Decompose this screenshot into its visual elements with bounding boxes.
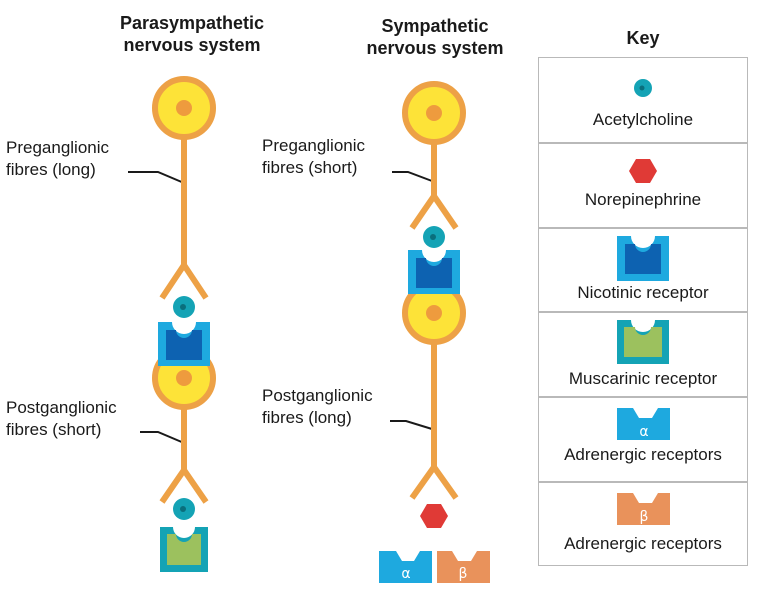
para-muscarinic-receptor: [160, 527, 208, 572]
para-pre-nucleus: [176, 100, 192, 116]
para-preganglionic-neuron: [152, 76, 216, 300]
key-item-muscarinic: [538, 312, 748, 397]
symp-nicotinic-receptor: [408, 250, 460, 294]
para-post-terminal-fork: [159, 464, 209, 504]
para-post-nucleus: [176, 370, 192, 386]
para-preganglionic-line1: Preganglionic: [6, 138, 110, 157]
para-pre-terminal-fork: [159, 259, 209, 300]
symp-pre-nucleus: [426, 105, 442, 121]
symp-postganglionic-line1: Postganglionic: [262, 386, 373, 405]
symp-norepinephrine: [420, 504, 448, 528]
para-postganglionic-line2: fibres (short): [6, 420, 102, 439]
key-label-nicotinic: Nicotinic receptor: [577, 283, 709, 302]
symp-beta-symbol: β: [459, 566, 468, 582]
para-acetylcholine-2: [173, 498, 195, 520]
key-muscarinic-icon: [617, 320, 669, 364]
symp-preganglionic-label: Preganglionic fibres (short): [262, 135, 365, 179]
symp-acetylcholine: [423, 226, 445, 248]
para-nicotinic-receptor: [158, 322, 210, 366]
para-postganglionic-line1: Postganglionic: [6, 398, 117, 417]
symp-pre-leader-line: [392, 171, 433, 182]
key-label-acetylcholine: Acetylcholine: [592, 110, 694, 129]
key-alpha-adrenergic-icon: α: [617, 408, 670, 440]
key-title: Key: [626, 28, 660, 48]
symp-postganglionic-line2: fibres (long): [262, 408, 352, 427]
symp-alpha-symbol: α: [401, 566, 410, 582]
para-preganglionic-line2: fibres (long): [6, 160, 96, 179]
key-label-muscarinic: Muscarinic receptor: [568, 369, 718, 388]
parasympathetic-title-line1: Parasympathetic: [119, 13, 265, 33]
key-label-beta-adrenergic: Adrenergic receptors: [564, 534, 722, 553]
key-norepinephrine-icon: [629, 159, 657, 183]
symp-pre-terminal-fork: [409, 190, 459, 230]
symp-preganglionic-neuron: [402, 81, 466, 230]
key-alpha-symbol: α: [639, 424, 648, 440]
sympathetic-title: Sympathetic nervous system: [335, 15, 535, 59]
symp-postganglionic-label: Postganglionic fibres (long): [262, 385, 373, 429]
symp-alpha-adrenergic-receptor: α: [379, 551, 432, 583]
parasympathetic-title: Parasympathetic nervous system: [92, 12, 292, 56]
key-item-norepinephrine: [538, 143, 748, 228]
para-acetylcholine-1: [173, 296, 195, 318]
symp-postganglionic-neuron: [402, 281, 466, 500]
symp-post-leader-line: [390, 420, 433, 430]
key-acetylcholine-icon: [634, 79, 652, 97]
key-label-alpha-adrenergic: Adrenergic receptors: [564, 445, 722, 464]
para-post-leader-line: [140, 431, 185, 444]
key-beta-adrenergic-icon: β: [617, 493, 670, 525]
para-pre-leader-line: [128, 171, 185, 184]
symp-post-nucleus: [426, 305, 442, 321]
key-beta-symbol: β: [640, 509, 649, 525]
para-postganglionic-label: Postganglionic fibres (short): [6, 397, 117, 441]
symp-post-terminal-fork: [409, 461, 459, 500]
key-item-acetylcholine: [538, 57, 748, 143]
parasympathetic-title-line2: nervous system: [123, 35, 261, 55]
key-nicotinic-icon: [617, 236, 669, 281]
symp-preganglionic-line1: Preganglionic: [262, 136, 366, 155]
sympathetic-title-line2: nervous system: [366, 38, 504, 58]
symp-preganglionic-line2: fibres (short): [262, 158, 358, 177]
para-preganglionic-label: Preganglionic fibres (long): [6, 137, 109, 181]
key-label-norepinephrine: Norepinephrine: [584, 190, 702, 209]
symp-beta-adrenergic-receptor: β: [437, 551, 490, 583]
sympathetic-title-line1: Sympathetic: [381, 16, 489, 36]
